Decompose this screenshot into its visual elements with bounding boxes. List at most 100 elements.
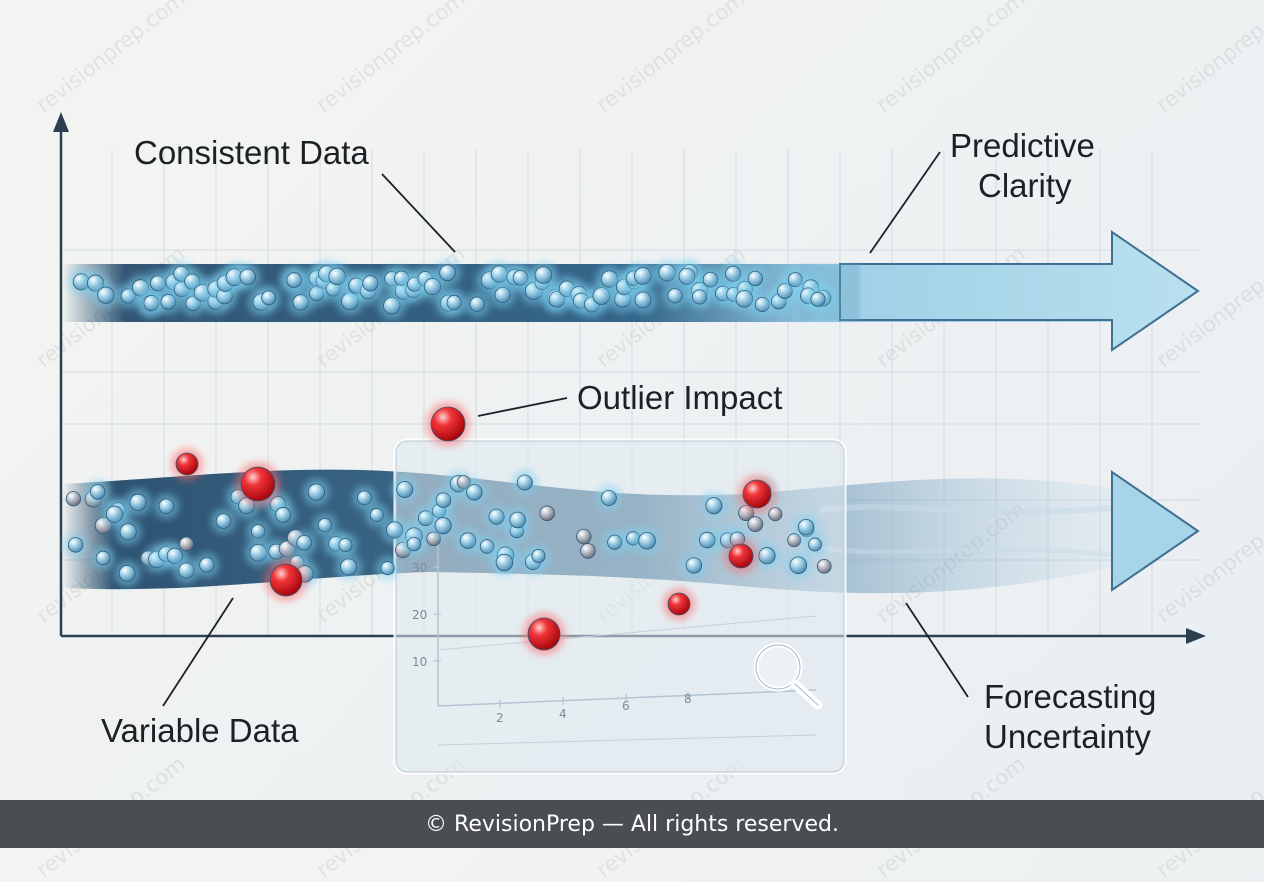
data-point <box>215 513 232 529</box>
inset-y-tick-marks <box>434 566 441 662</box>
data-point <box>488 508 505 525</box>
data-point <box>435 492 452 508</box>
leader-variable <box>162 597 234 707</box>
data-point <box>494 286 511 303</box>
data-point <box>317 518 332 533</box>
data-point <box>685 557 703 574</box>
data-point <box>160 294 177 310</box>
data-point <box>705 497 723 515</box>
data-point <box>810 291 826 307</box>
inset-x-tick-marks <box>499 692 689 708</box>
copyright-footer: © RevisionPrep — All rights reserved. <box>0 800 1264 848</box>
data-point <box>380 561 395 576</box>
data-point <box>539 505 555 521</box>
variable-data-points <box>63 469 832 588</box>
data-point <box>634 291 652 309</box>
outlier-point <box>667 592 691 616</box>
uncertainty-wisp-1 <box>819 504 1113 515</box>
uncertainty-wisp-2 <box>819 545 1113 558</box>
leader-outlier <box>477 397 568 417</box>
data-point <box>725 265 742 282</box>
outlier-point <box>527 617 561 651</box>
data-point <box>495 553 514 572</box>
data-point <box>466 484 483 501</box>
data-point <box>95 550 111 566</box>
data-point <box>261 290 277 306</box>
data-point <box>479 539 495 554</box>
data-point <box>678 267 696 285</box>
outlier-point <box>742 479 772 509</box>
data-point <box>166 547 183 565</box>
data-point <box>89 484 106 500</box>
forecasting-uncertainty-arrow <box>1111 470 1200 592</box>
label-variable-data: Variable Data <box>101 712 299 749</box>
data-point <box>423 278 442 296</box>
inset-x-tick-6: 6 <box>622 699 630 713</box>
inset-x-axis-lower <box>437 734 817 746</box>
data-point <box>747 270 763 287</box>
data-point <box>459 532 477 549</box>
outlier-point <box>269 563 303 597</box>
data-point <box>357 490 372 506</box>
label-consistent-data: Consistent Data <box>134 134 369 171</box>
data-point <box>328 267 346 286</box>
data-point <box>658 263 676 282</box>
label-outlier-impact: Outlier Impact <box>577 379 783 416</box>
data-point <box>362 275 379 292</box>
outlier-point <box>175 452 199 476</box>
leader-predictive <box>869 151 941 254</box>
data-point <box>105 505 124 523</box>
consistent-data-points <box>68 259 836 320</box>
magnifier-icon <box>753 642 823 710</box>
outlier-point <box>240 466 276 502</box>
data-point <box>600 489 617 507</box>
data-point <box>129 493 147 511</box>
inset-x-tick-8: 8 <box>684 692 692 706</box>
data-point <box>119 523 137 541</box>
data-point <box>446 294 462 311</box>
data-point <box>638 531 656 550</box>
data-point <box>816 558 832 574</box>
data-point <box>275 507 292 523</box>
data-point <box>158 498 175 514</box>
data-point <box>118 565 136 582</box>
outlier-point <box>728 543 754 569</box>
data-point <box>768 507 783 522</box>
data-point <box>634 267 652 285</box>
data-point <box>576 528 592 545</box>
data-point <box>531 549 546 564</box>
data-point <box>758 547 776 565</box>
inset-x-axis <box>437 689 817 707</box>
data-point <box>534 266 553 284</box>
data-point <box>747 516 764 533</box>
data-point <box>369 508 384 522</box>
data-point <box>789 556 808 575</box>
data-point <box>607 534 623 550</box>
label-forecasting-uncertainty-line2: Uncertainty <box>984 718 1151 755</box>
data-point <box>340 558 358 576</box>
inset-x-tick-4: 4 <box>559 707 567 721</box>
data-point <box>386 521 404 539</box>
leader-forecasting <box>905 602 969 698</box>
data-point <box>808 537 822 552</box>
data-point <box>286 272 303 288</box>
data-point <box>469 296 485 312</box>
data-point <box>307 483 325 501</box>
y-axis-arrowhead <box>53 112 69 132</box>
data-point <box>702 271 719 288</box>
data-point <box>178 562 195 579</box>
data-point <box>97 286 115 304</box>
data-point <box>509 511 526 529</box>
label-forecasting-uncertainty-line1: Forecasting <box>984 678 1157 715</box>
data-point <box>516 474 533 491</box>
label-predictive-clarity-line1: Predictive <box>950 127 1095 164</box>
x-axis-arrowhead <box>1186 628 1206 644</box>
data-point <box>65 491 82 507</box>
data-stream-diagram: 30 20 10 2 4 6 8 <box>53 112 1206 775</box>
data-point <box>580 543 596 559</box>
label-predictive-clarity-line2: Clarity <box>978 167 1072 204</box>
data-point <box>67 537 84 553</box>
inset-guide-line <box>437 615 817 651</box>
leader-lines <box>162 151 969 707</box>
